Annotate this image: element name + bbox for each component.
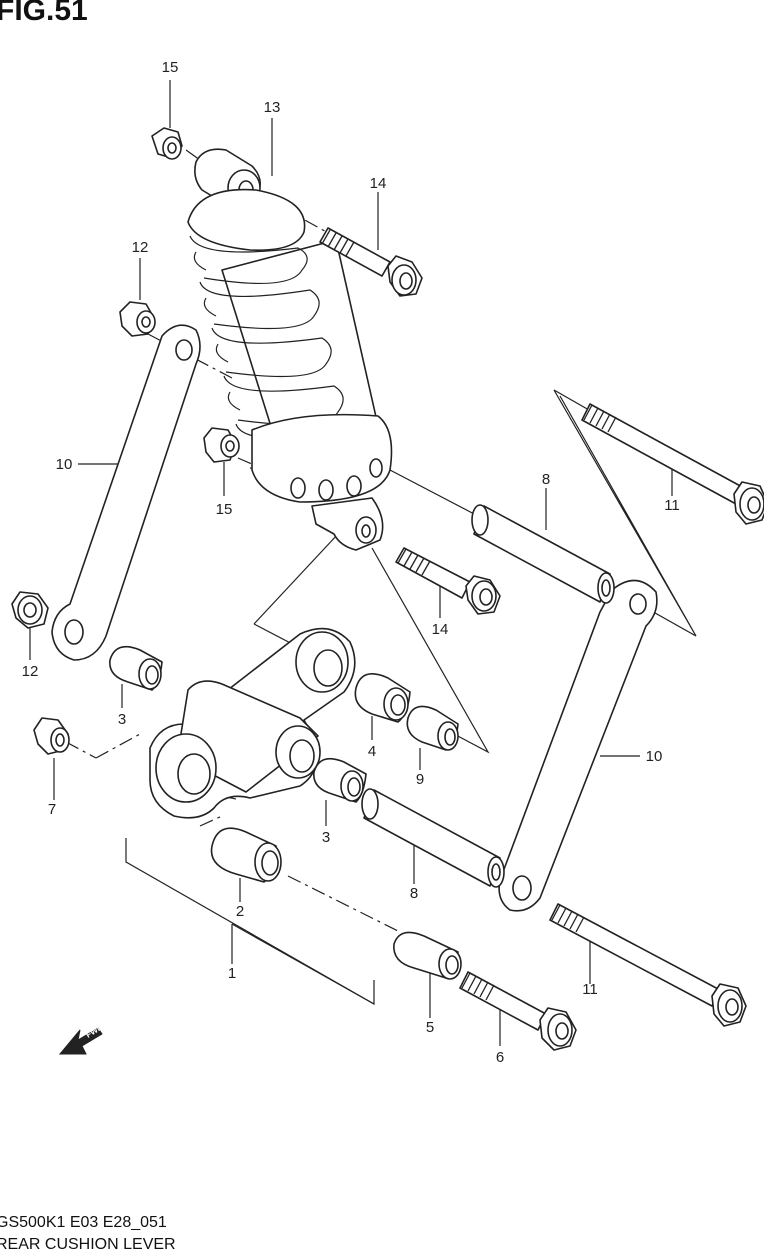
callout-6: 6 [496,1049,504,1066]
callout-9: 9 [416,771,424,788]
callout-5: 5 [426,1019,434,1036]
bushing-3-lower [313,757,367,803]
callout-7: 7 [48,801,56,818]
bushing-9 [406,705,459,751]
figure-title: FIG.51 [0,0,88,27]
nut-7 [33,717,70,755]
callout-15b: 15 [216,501,233,518]
callout-15a: 15 [162,59,179,76]
tie-rod-10-left [51,324,201,661]
callout-3b: 3 [322,829,330,846]
bearing-4 [354,672,411,723]
tie-rod-10-right [498,579,658,912]
fwd-arrow-icon: FWD [58,1022,105,1055]
nut-12-upper [119,301,156,337]
bearing-2 [210,827,282,883]
callout-12a: 12 [132,239,149,256]
bolt-6 [459,971,577,1051]
callout-8a: 8 [542,471,550,488]
cushion-lever-1 [149,627,356,819]
callout-14a: 14 [370,175,387,192]
callout-11b: 11 [582,981,598,998]
model-code: GS500K1 E03 E28_051 [0,1214,167,1231]
collar-8-upper [471,504,615,604]
nut-12-lower [11,591,49,629]
callout-13: 13 [264,99,281,116]
section-name: REAR CUSHION LEVER [0,1236,176,1253]
callout-8b: 8 [410,885,418,902]
callout-2: 2 [236,903,244,920]
callout-1: 1 [228,965,236,982]
diagram-footer: GS500K1 E03 E28_051 REAR CUSHION LEVER [0,1212,176,1256]
bolt-11-lower [549,903,747,1027]
callout-3a: 3 [118,711,126,728]
bushing-3-upper [109,645,163,691]
collar-5 [393,931,462,980]
callout-14b: 14 [432,621,449,638]
callout-12b: 12 [22,663,39,680]
callout-10b: 10 [646,748,663,765]
callout-11a: 11 [664,497,680,514]
shock-absorber-13 [187,148,393,551]
bolt-14-upper [319,227,423,297]
collar-8-lower [361,788,505,888]
callout-labels: 1 2 3 3 4 5 6 7 8 8 9 10 10 11 11 12 12 … [22,59,680,1066]
callout-4: 4 [368,743,376,760]
bolt-14-lower [395,547,501,615]
bolt-11-upper [581,403,764,525]
nut-15-top [151,127,183,160]
nut-15-lower [203,427,240,463]
callout-10a: 10 [56,456,73,473]
